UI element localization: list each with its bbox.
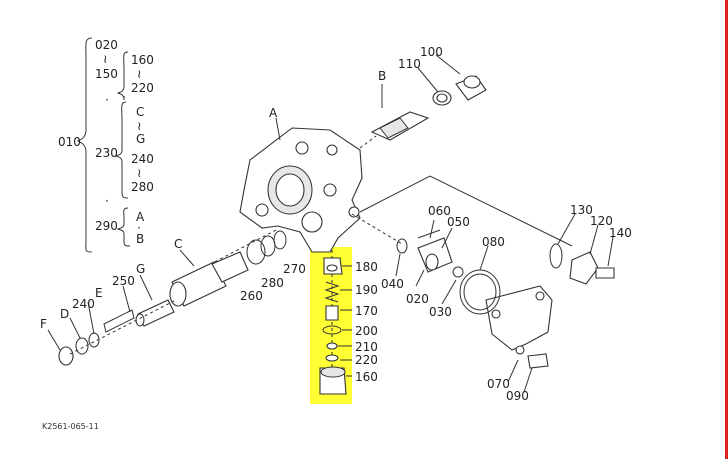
shaft-b-assembly <box>359 54 487 149</box>
pump-housing-a <box>239 127 363 253</box>
label-160: 160 <box>131 53 154 67</box>
label-c: C <box>174 237 182 251</box>
label-050: 050 <box>447 215 470 229</box>
highlighted-valve-stack <box>319 250 352 395</box>
label-b-bracket: B <box>136 232 144 246</box>
label-220: 220 <box>355 353 378 367</box>
label-190: 190 <box>355 283 378 297</box>
label-060: 060 <box>428 204 451 218</box>
label-290: 290 <box>95 219 118 233</box>
figure-code: K2561-065-11 <box>42 422 99 431</box>
label-140: 140 <box>609 226 632 240</box>
label-090: 090 <box>506 389 529 403</box>
label-130: 130 <box>570 203 593 217</box>
label-260: 260 <box>240 289 263 303</box>
bracket-tree <box>76 37 131 253</box>
label-220: 220 <box>131 81 154 95</box>
label-070: 070 <box>487 377 510 391</box>
label-180: 180 <box>355 260 378 274</box>
dot-1: · <box>105 93 109 107</box>
rear-cover <box>351 175 615 393</box>
left-assembly <box>47 229 287 366</box>
label-280-bracket: 280 <box>131 180 154 194</box>
label-e: E <box>95 286 103 300</box>
label-170: 170 <box>355 304 378 318</box>
label-120: 120 <box>590 214 613 228</box>
tilde-4: ≀ <box>137 166 142 180</box>
label-080: 080 <box>482 235 505 249</box>
label-100: 100 <box>420 45 443 59</box>
dot-2: · <box>105 194 109 208</box>
label-g: G <box>136 262 145 276</box>
label-a: A <box>269 106 278 120</box>
dot-3: · <box>137 221 141 235</box>
tilde-2: ≀ <box>137 67 142 81</box>
valve-group <box>395 219 464 305</box>
label-210: 210 <box>355 340 378 354</box>
label-240-bracket: 240 <box>131 152 154 166</box>
label-d: D <box>60 307 69 321</box>
label-a-bracket: A <box>136 210 145 224</box>
label-c-bracket: C <box>136 105 144 119</box>
label-020: 020 <box>95 38 118 52</box>
label-150: 150 <box>95 67 118 81</box>
tilde-1: ≀ <box>103 52 108 66</box>
label-270: 270 <box>283 262 306 276</box>
label-b: B <box>378 69 386 83</box>
label-020: 020 <box>406 292 429 306</box>
label-280: 280 <box>261 276 284 290</box>
tilde-3: ≀ <box>137 119 142 133</box>
label-160: 160 <box>355 370 378 384</box>
label-230: 230 <box>95 146 118 160</box>
label-030: 030 <box>429 305 452 319</box>
label-g-bracket: G <box>136 132 145 146</box>
label-110: 110 <box>398 57 421 71</box>
label-f: F <box>40 317 47 331</box>
label-040: 040 <box>381 277 404 291</box>
label-240: 240 <box>72 297 95 311</box>
label-200: 200 <box>355 324 378 338</box>
label-250: 250 <box>112 274 135 288</box>
leader-a <box>275 117 281 141</box>
label-010: 010 <box>58 135 81 149</box>
callout-labels: 020 ≀ 150 160 ≀ 220 · 010 C ≀ G 230 240 … <box>40 38 632 431</box>
